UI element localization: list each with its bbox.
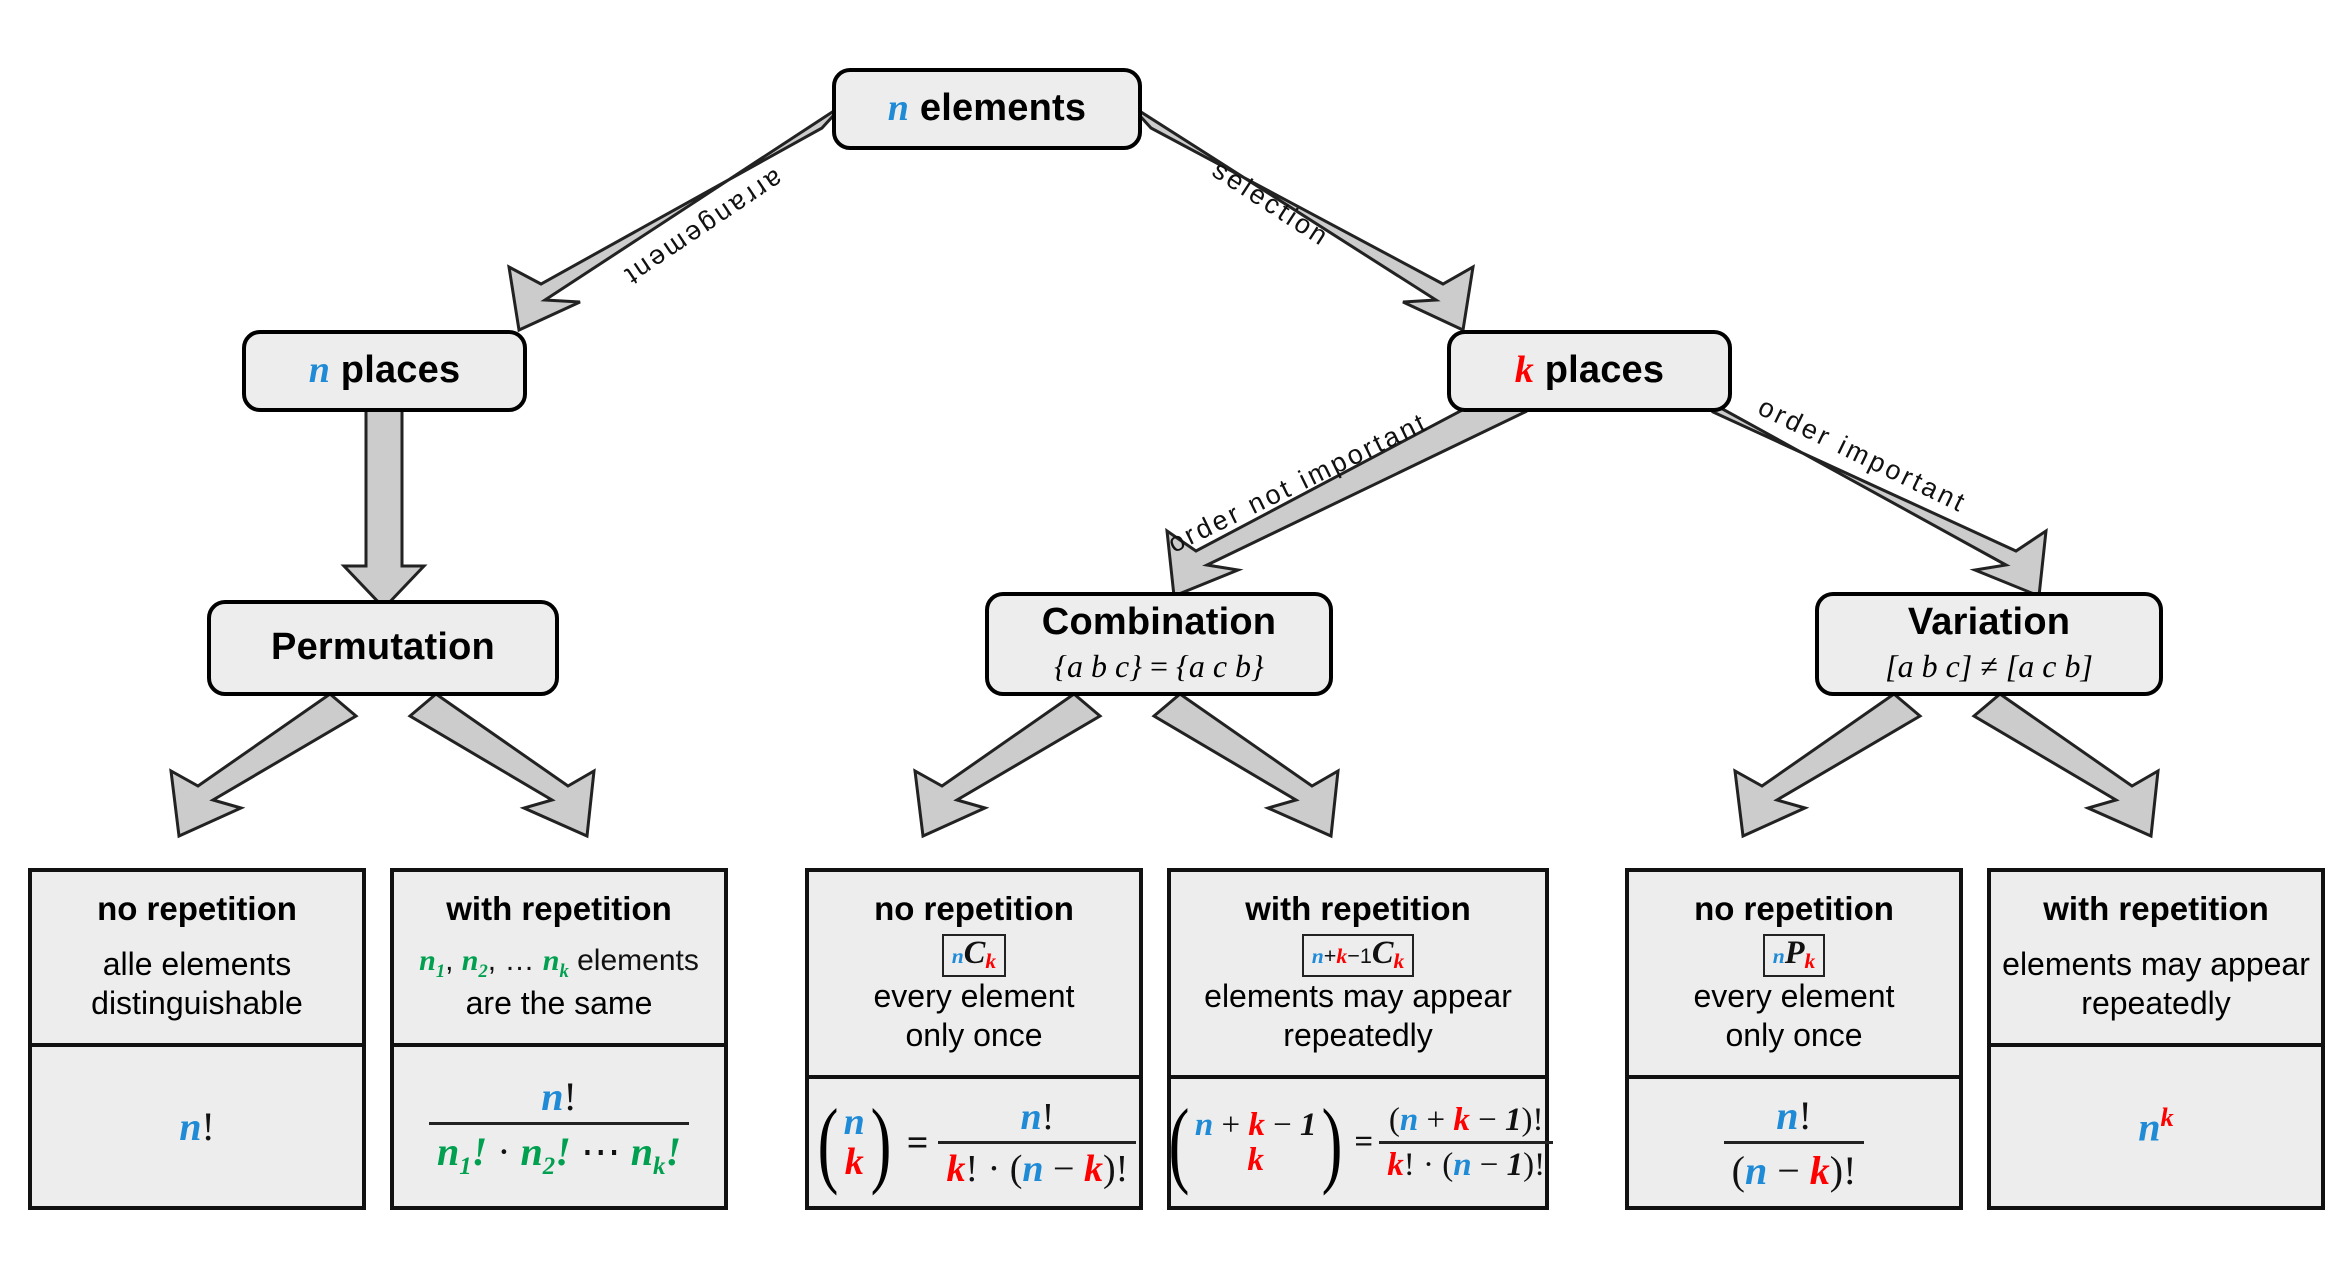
leaf-formula-section: n! n1! · n2! ⋯ nk!: [394, 1047, 724, 1206]
node-root-label: elements: [919, 87, 1087, 130]
leaf-combination-with-repetition[interactable]: with repetition n+k−1Ck elements may app…: [1167, 868, 1554, 1210]
leaf-formula-section: n!: [32, 1047, 362, 1206]
formula-binomial-coefficient: ( n k ) = n! k! · (n − k)!: [812, 1095, 1137, 1191]
leaf-description-line2: distinguishable: [91, 984, 303, 1021]
var-n: n: [308, 349, 331, 392]
combination-example-right: {a c b}: [1176, 648, 1264, 685]
leaf-description: elements may appear repeatedly: [1204, 977, 1512, 1055]
arrow-root-to-k-places: [1128, 103, 1475, 333]
node-variation[interactable]: Variation [a b c] ≠ [a c b]: [1815, 592, 2163, 696]
node-k-places[interactable]: k places: [1447, 330, 1732, 412]
leaf-formula-section: ( n + k − 1 k ) = (n + k − 1)! k! · (n −…: [1168, 1079, 1554, 1206]
leaf-description-line2: repeatedly: [1283, 1017, 1433, 1054]
node-combination-example: {a b c} = {a c b}: [1054, 648, 1264, 685]
leaf-description: every element only once: [874, 977, 1075, 1055]
leaf-heading: no repetition: [1694, 890, 1894, 927]
formula-variation-no-repetition: n! (n − k)!: [1723, 1092, 1865, 1194]
arrow-permutation-to-leaf1: [169, 692, 359, 839]
leaf-description-line1: every element: [1693, 978, 1895, 1015]
leaf-top-section: no repetition nPk every element only onc…: [1629, 872, 1959, 1080]
leaf-top-section: no repetition nCk every element only onc…: [809, 872, 1139, 1080]
formula-n-power-k: nk: [2138, 1102, 2174, 1150]
arrow-combination-to-leaf3: [913, 692, 1103, 839]
node-variation-title: Variation: [1907, 600, 2071, 643]
leaf-description-line1: every element: [873, 978, 1075, 1015]
leaf-variation-with-repetition[interactable]: with repetition elements may appear repe…: [1987, 868, 2325, 1210]
arrow-k-places-to-combination: [1165, 388, 1528, 599]
node-k-places-title: k places: [1514, 349, 1665, 392]
formula-n-factorial: n!: [179, 1104, 215, 1149]
leaf-top-section: with repetition n1, n2, … nk elements ar…: [394, 872, 724, 1047]
formula-multiset-combination: ( n + k − 1 k ) = (n + k − 1)! k! · (n −…: [1163, 1095, 1554, 1191]
combination-example-left: {a b c}: [1054, 648, 1142, 685]
notation-badge-nPk: nPk: [1762, 934, 1826, 978]
leaf-top-section: with repetition elements may appear repe…: [1991, 872, 2321, 1047]
leaf-description: elements may appear repeatedly: [2002, 945, 2310, 1023]
variation-example-left: [a b c]: [1885, 648, 1973, 685]
formula-multiset-permutation: n! n1! · n2! ⋯ nk!: [428, 1073, 690, 1181]
leaf-permutation-with-repetition[interactable]: with repetition n1, n2, … nk elements ar…: [390, 868, 728, 1210]
leaf-top-section: with repetition n+k−1Ck elements may app…: [1171, 872, 1545, 1080]
leaf-heading: with repetition: [446, 890, 672, 927]
arrow-n-places-to-permutation: [340, 382, 428, 611]
var-n: n: [887, 87, 910, 130]
leaf-variation-no-repetition[interactable]: no repetition nPk every element only onc…: [1625, 868, 1963, 1210]
notation-badge-nCk: nCk: [941, 934, 1007, 978]
node-permutation-title: Permutation: [271, 626, 495, 669]
leaf-formula-section: nk: [1991, 1047, 2321, 1206]
var-k: k: [1514, 349, 1534, 392]
arrow-root-to-n-places: [507, 103, 845, 333]
leaf-description-line1: elements may appear: [2002, 945, 2310, 982]
leaf-description-line2: only once: [1725, 1017, 1863, 1054]
arrow-variation-to-leaf6: [1971, 692, 2160, 839]
leaf-description: n1, n2, … nk elements are the same: [419, 943, 699, 1023]
variation-example-right: [a c b]: [2005, 648, 2093, 685]
leaf-heading: no repetition: [874, 890, 1074, 927]
node-combination[interactable]: Combination {a b c} = {a c b}: [985, 592, 1333, 696]
leaf-description-line2: are the same: [465, 984, 653, 1021]
combination-example-operator: =: [1149, 648, 1169, 685]
node-permutation[interactable]: Permutation: [207, 600, 559, 696]
leaf-description: every element only once: [1694, 977, 1895, 1055]
leaf-description-line1: alle elements: [102, 945, 292, 982]
notation-badge-n-plus-k-minus-1-C-k: n+k−1Ck: [1301, 934, 1415, 978]
node-root[interactable]: n elements: [832, 68, 1142, 150]
node-n-places[interactable]: n places: [242, 330, 527, 412]
leaf-top-section: no repetition alle elements distinguisha…: [32, 872, 362, 1047]
arrow-combination-to-leaf4: [1151, 692, 1340, 839]
leaf-heading: with repetition: [1245, 890, 1471, 927]
node-n-places-label: places: [340, 349, 461, 392]
node-n-places-title: n places: [308, 349, 461, 392]
leaf-description: alle elements distinguishable: [91, 945, 303, 1023]
leaf-description-line1: elements may appear: [1204, 978, 1512, 1015]
arrow-k-places-to-variation: [1687, 388, 2048, 599]
leaf-combination-no-repetition[interactable]: no repetition nCk every element only onc…: [805, 868, 1143, 1210]
leaf-description-line2: repeatedly: [2081, 984, 2231, 1021]
arrow-variation-to-leaf5: [1733, 692, 1923, 839]
node-combination-title: Combination: [1041, 600, 1277, 643]
leaf-formula-section: ( n k ) = n! k! · (n − k)!: [809, 1079, 1139, 1206]
node-k-places-label: places: [1544, 349, 1665, 392]
leaf-permutation-no-repetition[interactable]: no repetition alle elements distinguisha…: [28, 868, 366, 1210]
leaf-description-line2: only once: [905, 1017, 1043, 1054]
node-variation-example: [a b c] ≠ [a c b]: [1885, 648, 2093, 685]
leaf-heading: with repetition: [2043, 890, 2269, 927]
leaf-description-line1: n1, n2, … nk elements: [419, 944, 699, 983]
node-root-title: n elements: [887, 87, 1087, 130]
leaf-formula-section: n! (n − k)!: [1629, 1079, 1959, 1206]
arrow-permutation-to-leaf2: [407, 692, 596, 839]
leaf-heading: no repetition: [97, 890, 297, 927]
variation-example-operator: ≠: [1980, 648, 1998, 685]
